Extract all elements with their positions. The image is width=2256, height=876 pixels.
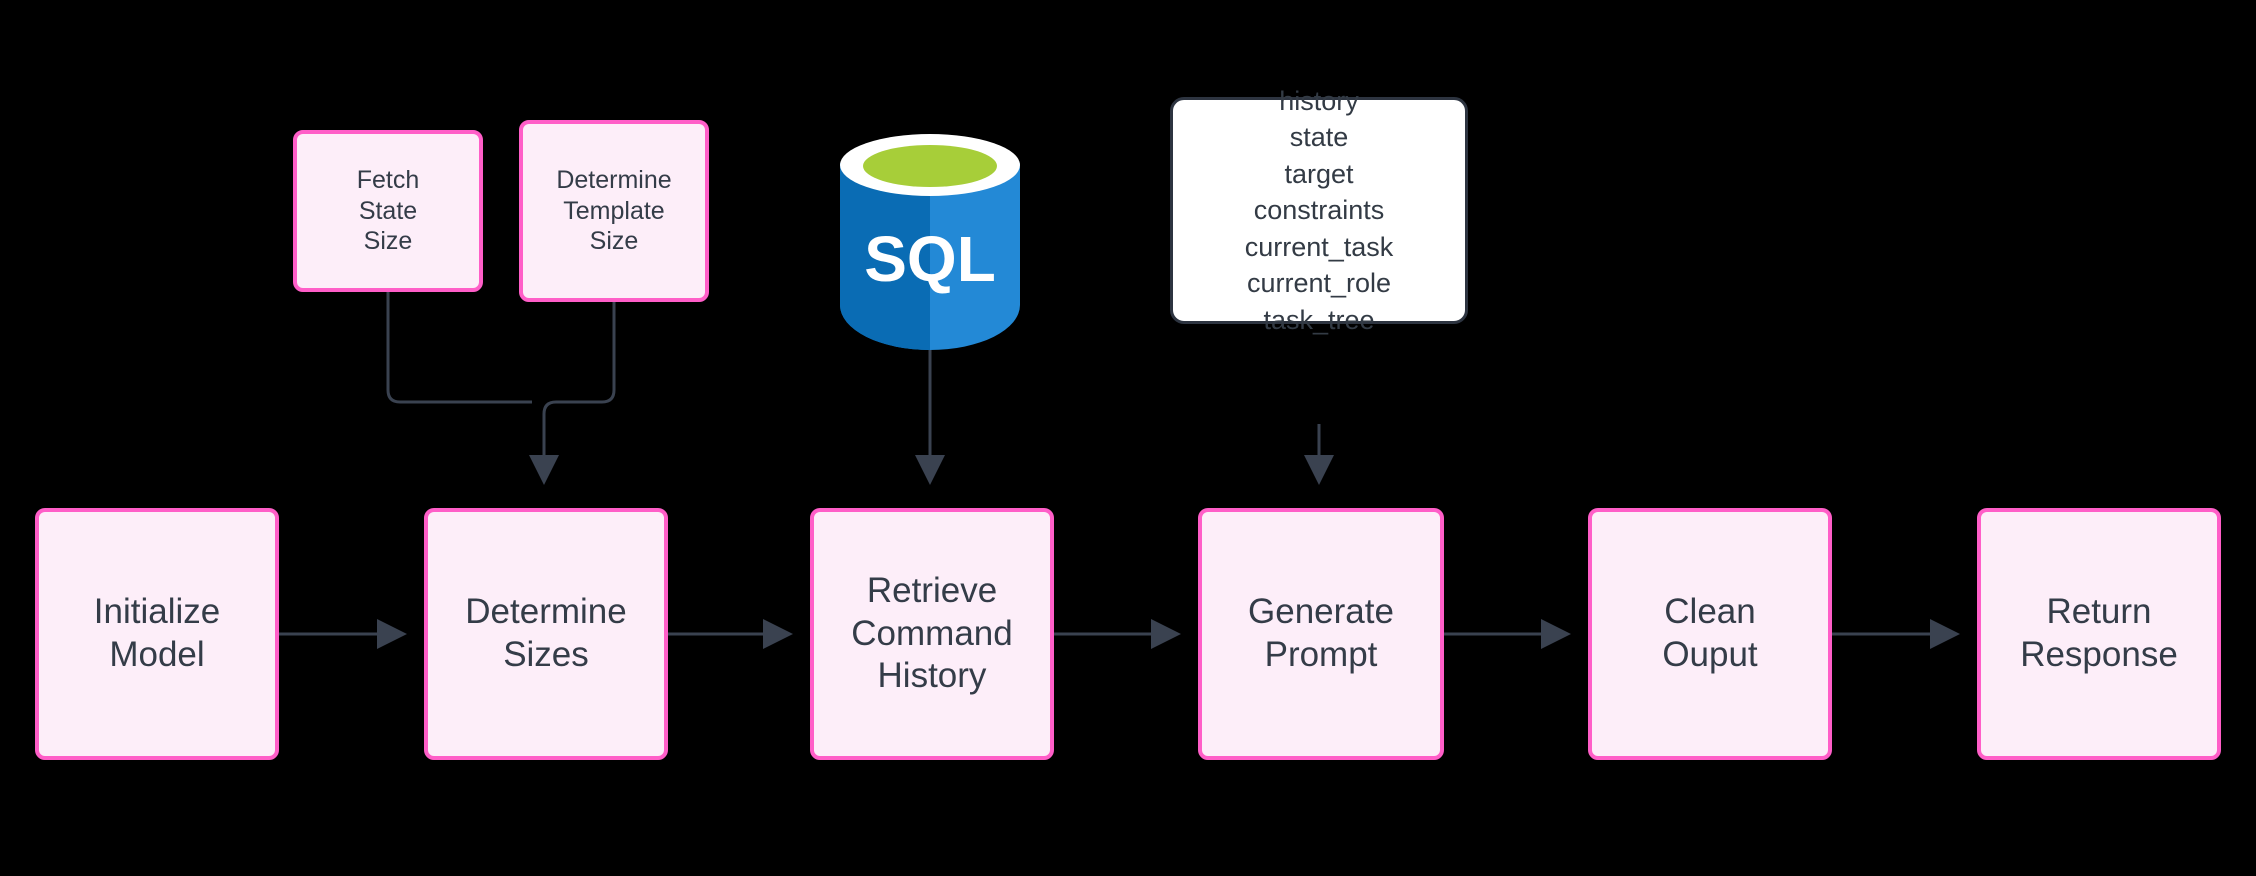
node-return-response-label: Return Response bbox=[2020, 592, 2178, 674]
node-determine-sizes[interactable]: Determine Sizes bbox=[424, 508, 668, 760]
node-determine-template-size-label: Determine Template Size bbox=[556, 166, 672, 256]
edge-fetch-state-size-to-determine-sizes bbox=[386, 292, 532, 404]
node-determine-template-size[interactable]: Determine Template Size bbox=[519, 120, 709, 302]
node-determine-sizes-label: Determine Sizes bbox=[465, 592, 627, 674]
node-initialize-model[interactable]: Initialize Model bbox=[35, 508, 279, 760]
edge-determine-template-size-to-determine-sizes bbox=[529, 302, 616, 485]
node-generate-prompt-label: Generate Prompt bbox=[1248, 592, 1394, 674]
node-prompt-fields[interactable]: history state target constraints current… bbox=[1170, 86, 1468, 335]
node-retrieve-command-history-label: Retrieve Command History bbox=[851, 570, 1013, 696]
node-initialize-model-label: Initialize Model bbox=[93, 592, 221, 674]
node-generate-prompt[interactable]: Generate Prompt bbox=[1198, 508, 1444, 760]
sql-database-icon[interactable]: SQL bbox=[838, 133, 1022, 350]
node-prompt-fields-label: history state target constraints current… bbox=[1244, 85, 1394, 335]
node-return-response[interactable]: Return Response bbox=[1977, 508, 2221, 760]
node-fetch-state-size-label: Fetch State Size bbox=[356, 166, 420, 256]
node-fetch-state-size[interactable]: Fetch State Size bbox=[293, 130, 483, 292]
node-retrieve-command-history[interactable]: Retrieve Command History bbox=[810, 508, 1054, 760]
sql-database-label: SQL bbox=[864, 223, 996, 295]
node-clean-ouput[interactable]: Clean Ouput bbox=[1588, 508, 1832, 760]
node-clean-ouput-label: Clean Ouput bbox=[1662, 592, 1758, 674]
